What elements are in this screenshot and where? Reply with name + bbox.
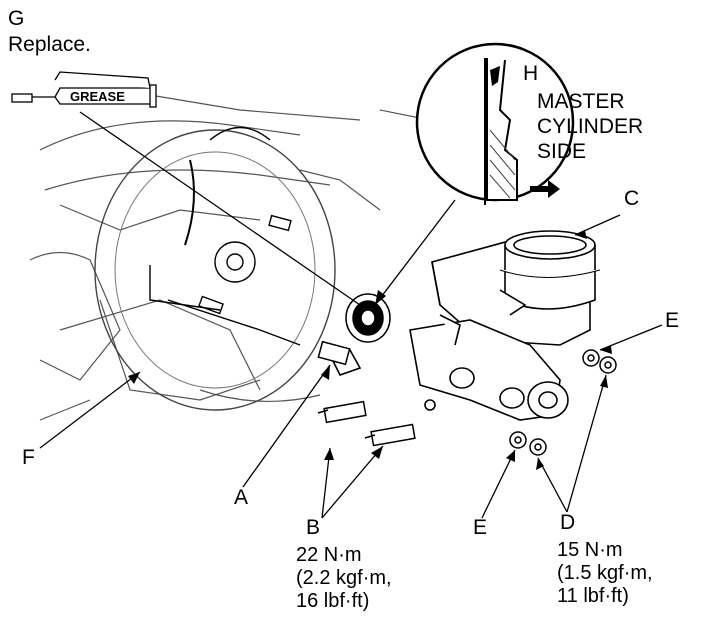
label-h-note-line3: SIDE xyxy=(537,140,587,163)
label-c: C xyxy=(624,187,640,210)
label-h-note-line2: CYLINDER xyxy=(537,115,644,138)
torque-b-line1: 22 N·m xyxy=(296,544,362,566)
booster-seal xyxy=(345,293,391,343)
label-h-note-line1: MASTER xyxy=(537,90,625,113)
leader-lines xyxy=(39,111,663,519)
label-e-top: E xyxy=(665,309,680,332)
torque-d-line1: 15 N·m xyxy=(557,539,623,561)
reservoir-cap xyxy=(499,230,601,316)
brake-booster xyxy=(94,126,336,411)
flange-nuts xyxy=(509,349,617,456)
label-e-bottom: E xyxy=(473,516,488,539)
label-g: G xyxy=(8,7,25,30)
torque-d-line2: (1.5 kgf·m, xyxy=(557,562,653,584)
torque-b-line3: 16 lbf·ft) xyxy=(296,590,370,612)
sensor-connector xyxy=(317,340,351,366)
label-h: H xyxy=(523,62,539,85)
label-b: B xyxy=(306,516,321,539)
leader-arrowheads xyxy=(128,231,612,470)
grease-label: GREASE xyxy=(70,89,125,104)
grease-tube-icon xyxy=(11,71,157,108)
label-a: A xyxy=(234,486,249,509)
label-d: D xyxy=(560,511,576,534)
brake-line-fittings xyxy=(317,400,416,447)
seal-detail-view xyxy=(415,42,575,205)
torque-d-line3: 11 lbf·ft) xyxy=(557,585,629,607)
torque-b-line2: (2.2 kgf·m, xyxy=(296,567,392,589)
label-g-note: Replace. xyxy=(8,33,91,56)
label-f: F xyxy=(22,446,35,469)
